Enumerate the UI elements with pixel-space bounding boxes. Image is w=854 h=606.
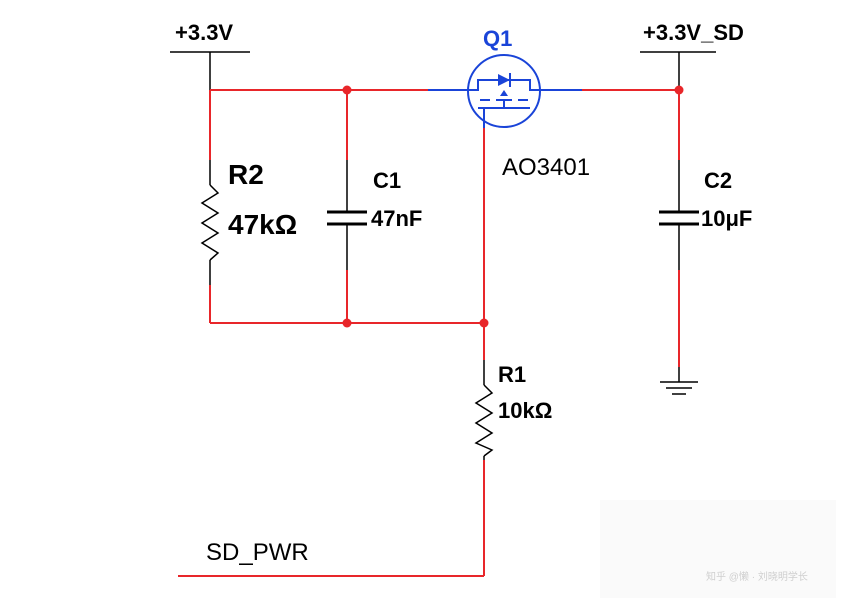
r2-zigzag [200,184,220,261]
junction-c2-top [674,85,684,95]
sd-pwr-net-label: SD_PWR [206,539,309,566]
c2-value: 10μF [701,206,752,231]
r2-value: 47kΩ [228,209,297,240]
power-symbol-3v3 [170,51,250,90]
c1-designator: C1 [373,168,401,193]
junction-gate [479,318,489,328]
input-rail-label: +3.3V [175,20,233,45]
junction-c1-top [342,85,352,95]
r1-designator: R1 [498,362,526,387]
c2-designator: C2 [704,168,732,193]
q1-designator: Q1 [483,26,512,51]
r1-zigzag [474,384,494,457]
output-rail-label: +3.3V_SD [643,20,744,45]
watermark-text: 知乎 @懒 · 刘晓明学长 [706,570,808,583]
r1-value: 10kΩ [498,398,552,423]
watermark-panel [600,500,836,598]
c1-value: 47nF [371,206,422,231]
mosfet-q1-symbol [428,54,582,128]
q1-part-label: AO3401 [502,154,590,181]
junction-c1-bottom [342,318,352,328]
r2-designator: R2 [228,159,264,190]
junctions [342,85,684,328]
power-symbol-3v3-sd [640,51,716,90]
